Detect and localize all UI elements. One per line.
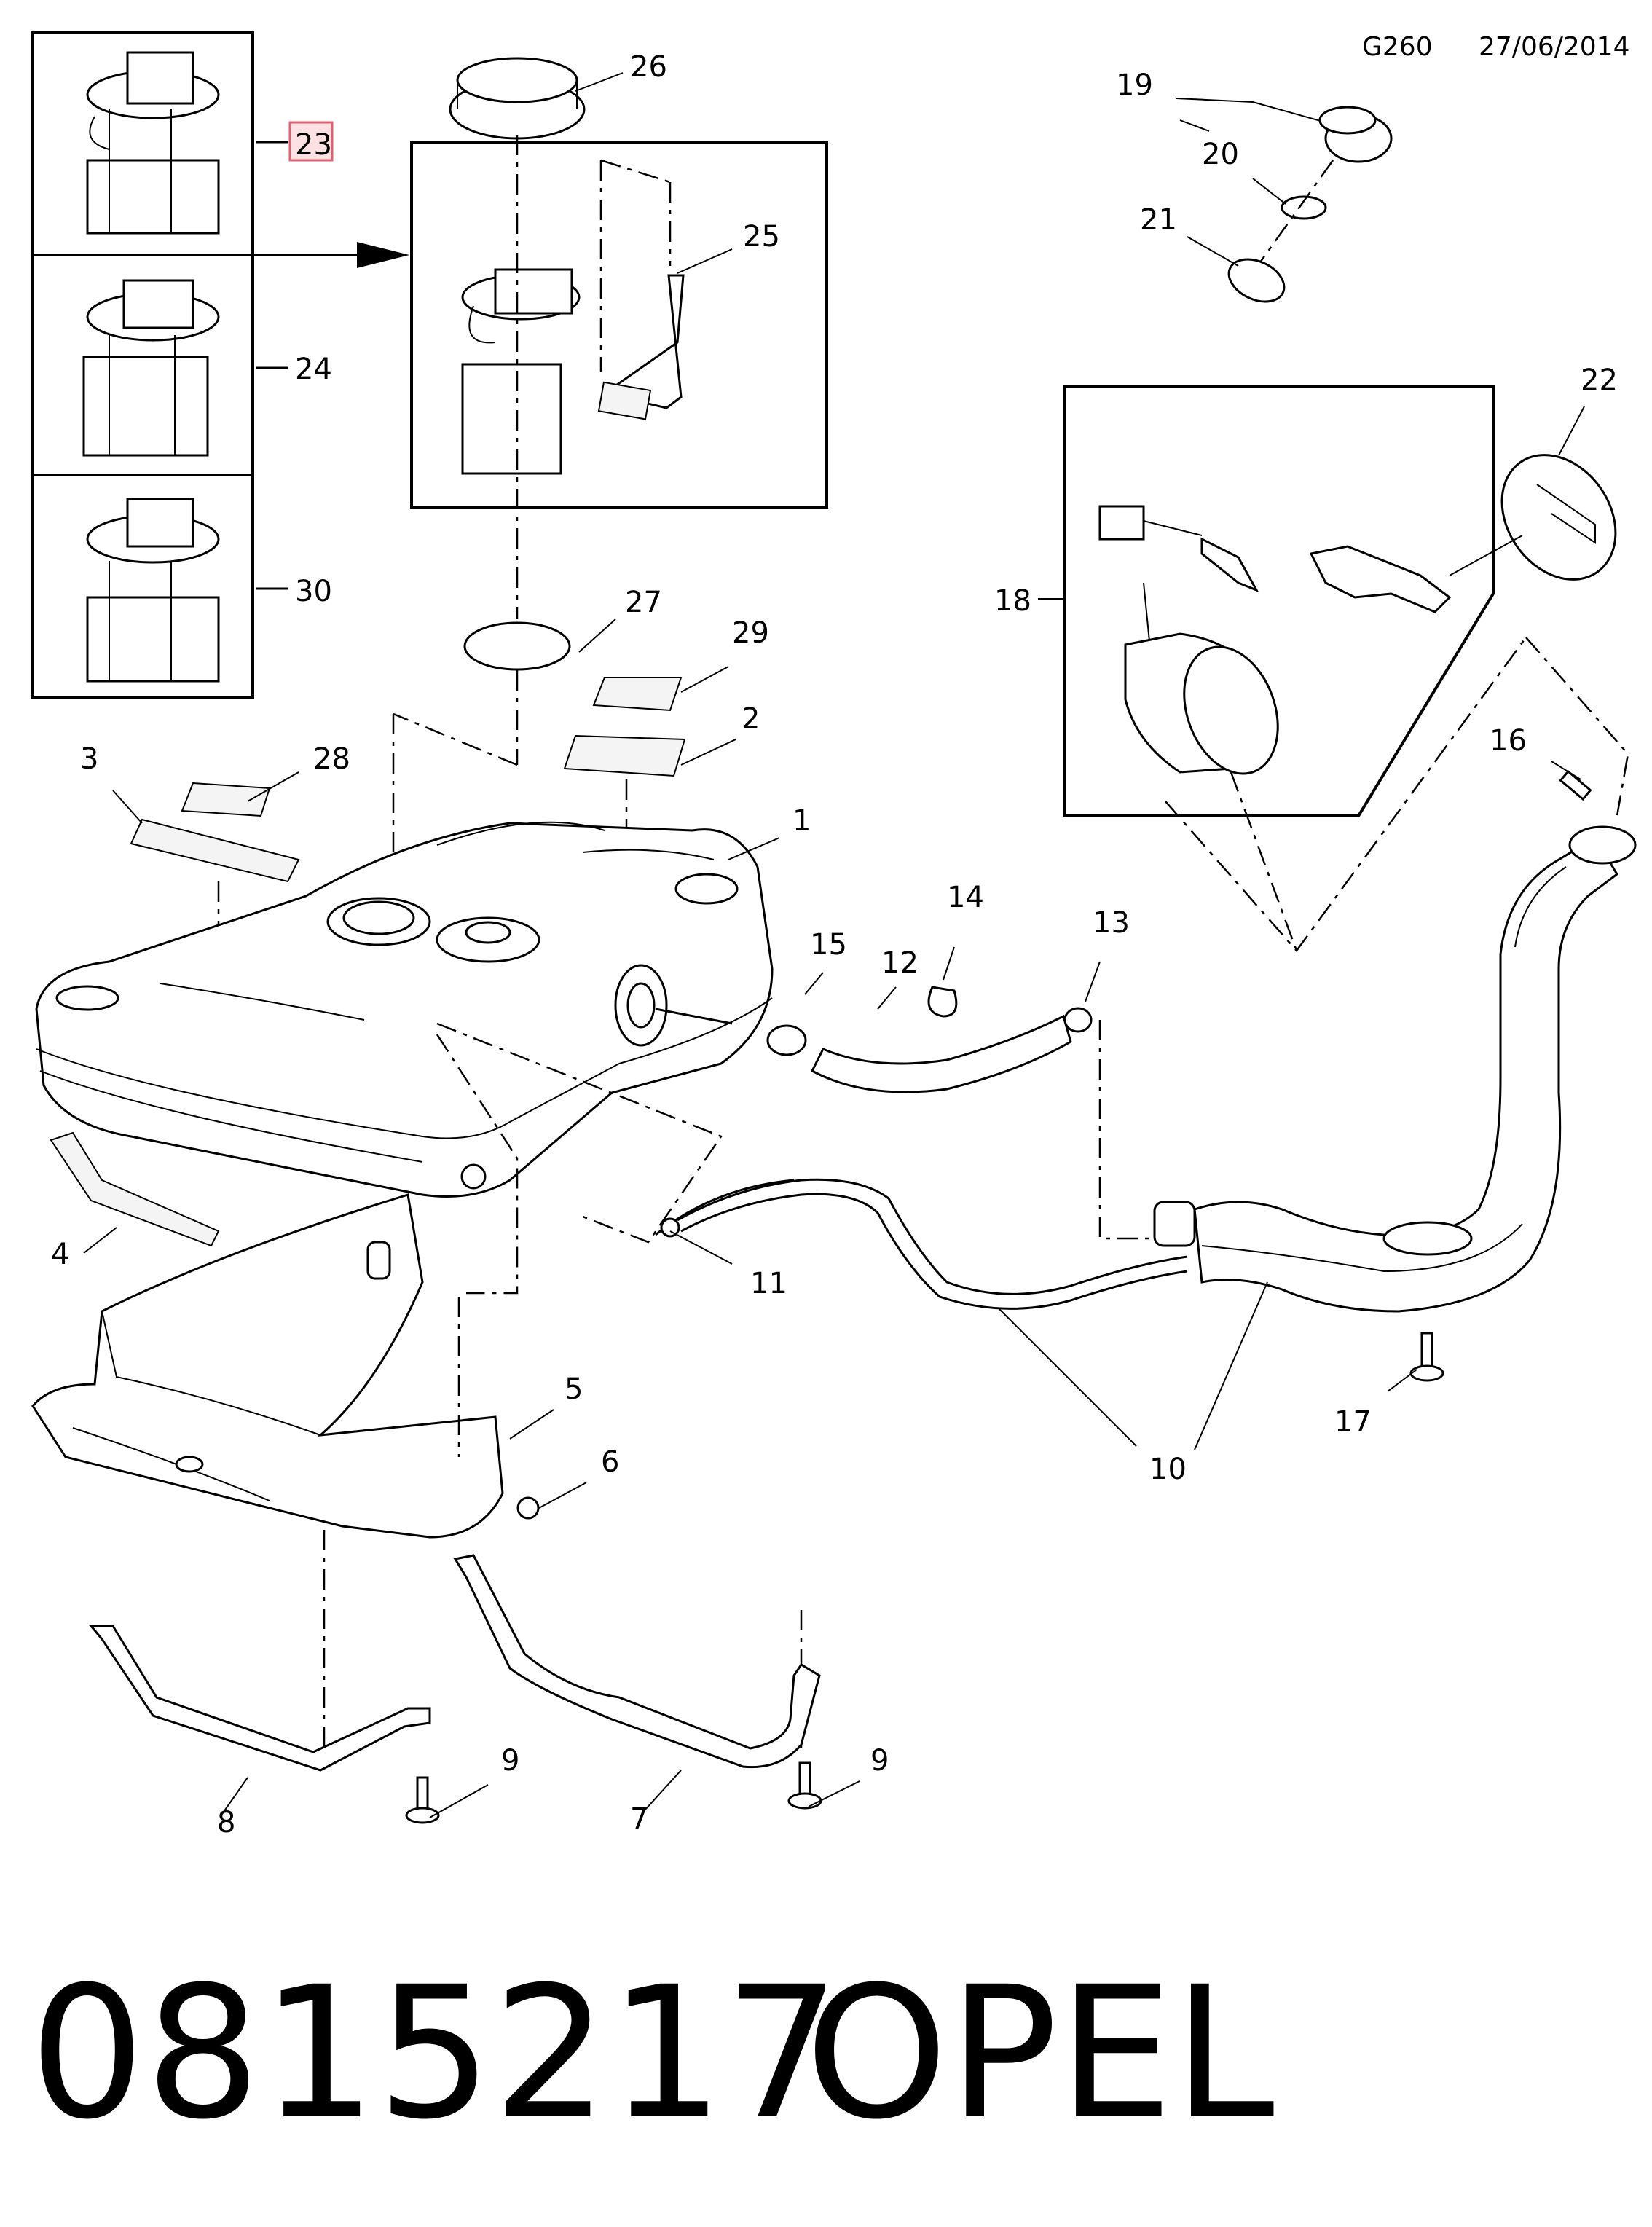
callout-28: 28 — [313, 742, 350, 776]
brand-name: OPEL — [805, 1947, 1275, 2159]
callout-8: 8 — [217, 1806, 235, 1839]
fuel-door-22 — [1500, 454, 1617, 581]
fuel-pump-variant-23 — [86, 51, 220, 235]
callout-22: 22 — [1581, 364, 1618, 397]
clamp-14 — [927, 986, 958, 1018]
callout-24: 24 — [295, 353, 332, 386]
callout-5: 5 — [565, 1372, 583, 1406]
callout-25: 25 — [743, 220, 780, 254]
callout-16: 16 — [1490, 724, 1527, 758]
callout-4: 4 — [51, 1238, 69, 1271]
callout-29: 29 — [732, 616, 769, 650]
callout-11: 11 — [750, 1267, 787, 1300]
callout-20: 20 — [1202, 138, 1239, 171]
callout-26: 26 — [630, 50, 667, 84]
fuel-tank-1 — [35, 821, 774, 1198]
callout-6: 6 — [601, 1445, 619, 1479]
filler-neck-10 — [677, 825, 1637, 1313]
callout-23: 23 — [295, 128, 332, 162]
diagram-date: 27/06/2014 — [1479, 32, 1630, 62]
pad-29 — [592, 677, 683, 712]
part-number: 0815217 — [29, 1947, 840, 2159]
callout-15: 15 — [810, 928, 847, 962]
clamp-15 — [766, 1024, 807, 1056]
fuel-cap-19 — [1252, 101, 1393, 163]
fuel-pump-variant-24 — [82, 279, 220, 457]
callout-9-left: 9 — [501, 1744, 519, 1778]
lock-ring-26 — [449, 57, 586, 140]
callout-2: 2 — [742, 702, 760, 736]
leader-lines — [83, 72, 1585, 1818]
hose-12 — [811, 1014, 1072, 1093]
callout-27: 27 — [625, 586, 662, 619]
callout-10: 10 — [1149, 1453, 1187, 1486]
callout-17: 17 — [1334, 1405, 1372, 1439]
callout-19: 19 — [1116, 68, 1153, 102]
highlight-marker — [288, 121, 334, 162]
seal-21 — [1227, 258, 1286, 303]
callout-9-right: 9 — [870, 1744, 889, 1778]
nut-6 — [516, 1496, 540, 1520]
clamp-13 — [1063, 1007, 1093, 1033]
clip-11 — [660, 1217, 680, 1238]
callout-21: 21 — [1140, 203, 1177, 237]
callout-labels: 1 2 3 4 5 6 7 8 9 9 10 11 12 13 14 15 16… — [51, 50, 1618, 1839]
diagram-code: G260 — [1362, 32, 1433, 62]
filler-door-assembly-18 — [1063, 385, 1495, 817]
callout-1: 1 — [792, 804, 811, 838]
strap-8 — [88, 1625, 431, 1772]
strap-7 — [453, 1554, 821, 1769]
callout-7: 7 — [630, 1802, 648, 1836]
callout-14: 14 — [947, 881, 984, 914]
fuel-pump-variant-30 — [86, 498, 220, 683]
bolt-16 — [1559, 769, 1592, 801]
pad-2 — [563, 734, 686, 777]
callout-3: 3 — [80, 742, 98, 776]
pad-28 — [181, 782, 271, 817]
callout-30: 30 — [295, 575, 332, 608]
bracket-4 — [50, 1131, 220, 1247]
gasket-20 — [1281, 195, 1327, 220]
seal-ring-27 — [463, 621, 571, 671]
callout-12: 12 — [881, 946, 919, 980]
bolt-9-left — [405, 1776, 440, 1824]
heat-shield-5 — [31, 1193, 504, 1539]
callout-13: 13 — [1093, 906, 1130, 940]
pad-3 — [130, 818, 300, 883]
pump-variant-panel — [31, 31, 409, 699]
callout-18: 18 — [994, 584, 1031, 618]
pump-detail-box — [410, 141, 828, 509]
